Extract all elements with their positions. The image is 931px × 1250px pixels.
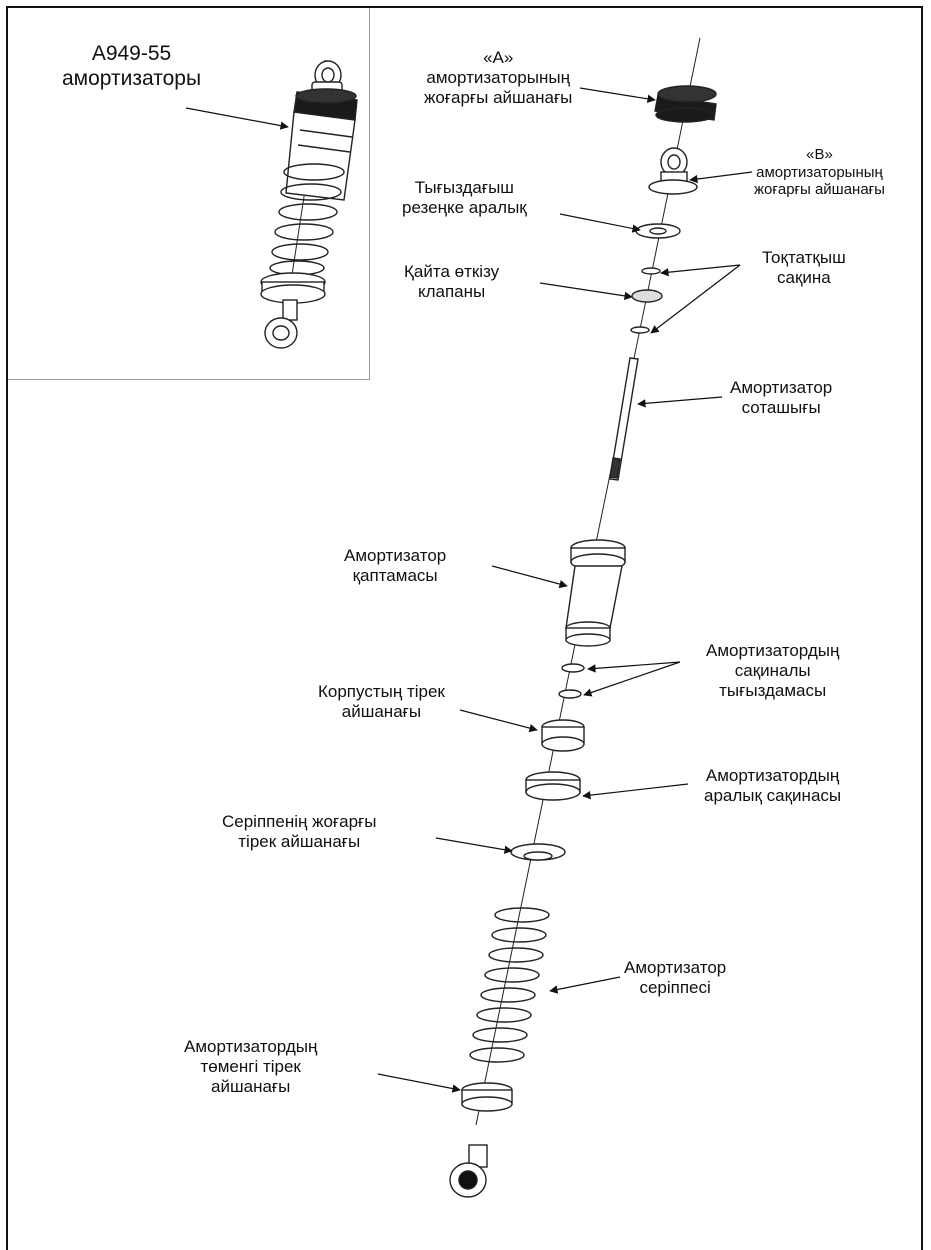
label-line: серіппесі — [639, 978, 711, 998]
diagram-frame — [6, 6, 923, 1250]
label-line: айшанағы — [211, 1077, 291, 1097]
label-housing-mount: Корпустың тірек айшанағы — [318, 682, 445, 722]
inset-model-caption: амортизаторы — [62, 66, 202, 90]
return-valve-part — [631, 289, 663, 303]
label-line: Қайта өткізу — [404, 262, 500, 281]
label-line: амортизаторының — [756, 163, 883, 181]
label-return-valve: Қайта өткізу клапаны — [404, 262, 499, 302]
label-line: қаптамасы — [352, 566, 438, 586]
label-b-upper-mount: «В» амортизаторының жоғарғы айшанағы — [754, 146, 885, 199]
label-line: тірек айшанағы — [238, 832, 361, 852]
label-line: айшанағы — [341, 702, 422, 722]
label-line: сақиналы — [734, 661, 811, 681]
label-line: Амортизатордың — [706, 641, 840, 660]
label-a-upper-mount: «А» амортизаторының жоғарғы айшанағы — [424, 48, 572, 108]
label-line: «А» — [483, 48, 514, 67]
housing-mount-part — [541, 719, 585, 752]
label-line: Серіппенің жоғарғы — [222, 812, 377, 831]
shock-rod-part — [609, 357, 639, 481]
label-line: Корпустың тірек — [318, 682, 445, 701]
retaining-ring-part-upper — [641, 267, 661, 275]
label-lower-mount: Амортизатордың төменгі тірек айшанағы — [184, 1037, 317, 1097]
label-line: Амортизатор — [624, 958, 727, 977]
label-line: жоғарғы айшанағы — [754, 181, 885, 199]
label-line: клапаны — [417, 282, 486, 302]
inset-box — [8, 8, 370, 380]
o-ring-part-upper — [561, 663, 585, 673]
label-seal-spacer: Тығыздағыш резеңке аралық — [402, 178, 527, 218]
spring-part — [469, 907, 550, 1063]
assembled-shock-illustration — [260, 59, 358, 349]
label-line: сақина — [776, 268, 831, 288]
label-o-ring-seal: Амортизатордың сақиналы тығыздамасы — [706, 641, 839, 701]
label-shock-rod: Амортизатор соташығы — [730, 378, 832, 418]
label-line: Тоқтатқыш — [762, 248, 846, 267]
label-retaining-ring: Тоқтатқыш сақина — [762, 248, 846, 288]
inset-model-label: A949-55 амортизаторы — [62, 42, 201, 92]
b-upper-mount-part — [648, 147, 698, 195]
a-upper-mount-part — [654, 85, 717, 123]
inset-model-number: A949-55 — [91, 42, 172, 65]
label-line: амортизаторының — [426, 68, 570, 88]
label-spacer-ring: Амортизатордың аралық сақинасы — [704, 766, 841, 806]
spacer-ring-part — [525, 771, 581, 801]
label-line: төменгі тірек — [200, 1057, 301, 1077]
label-line: соташығы — [741, 398, 821, 418]
o-ring-part-lower — [558, 689, 582, 699]
leader-arrows — [185, 87, 753, 1093]
label-line: Амортизатордың — [184, 1037, 318, 1056]
lower-eye-part — [449, 1144, 488, 1198]
lower-mount-seat-part — [461, 1082, 513, 1112]
retaining-ring-part-lower — [630, 326, 650, 334]
spring-upper-seat-part — [510, 843, 566, 861]
label-line: жоғарғы айшанағы — [424, 88, 573, 108]
label-line: Амортизатордың — [705, 766, 840, 785]
label-line: Амортизатор — [730, 378, 833, 397]
label-line: «В» — [806, 146, 833, 163]
label-line: аралық сақинасы — [704, 786, 842, 806]
label-shock-body: Амортизатор қаптамасы — [344, 546, 446, 586]
label-line: Тығыздағыш — [414, 178, 514, 197]
label-line: Амортизатор — [344, 546, 447, 565]
label-line: резеңке аралық — [402, 198, 527, 218]
label-spring: Амортизатор серіппесі — [624, 958, 726, 998]
label-spring-upper-seat: Серіппенің жоғарғы тірек айшанағы — [222, 812, 376, 852]
shock-body-part — [565, 539, 626, 647]
label-line: тығыздамасы — [719, 681, 827, 701]
